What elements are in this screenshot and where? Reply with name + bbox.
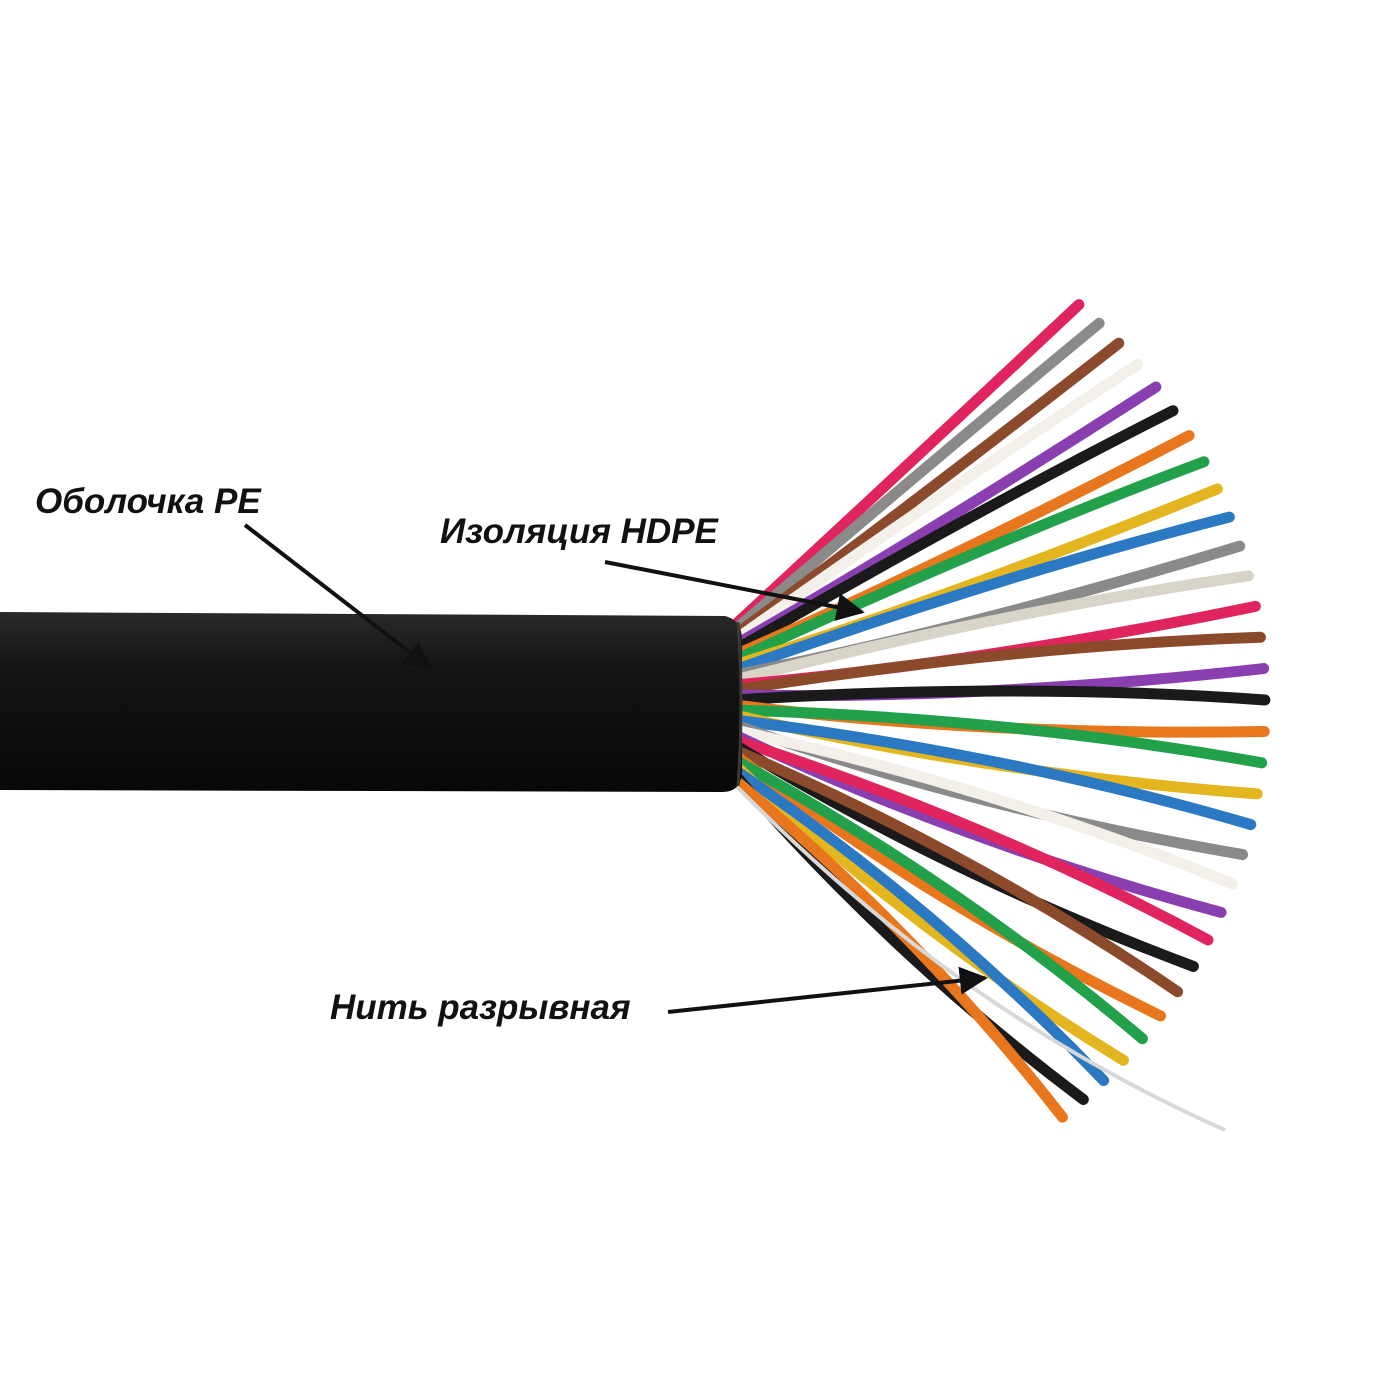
wire (729, 456, 1210, 666)
wire (729, 299, 1085, 631)
ripcord-arrow (667, 966, 988, 1014)
insulation-label: Изоляция HDPE (440, 512, 718, 551)
wire (729, 764, 1110, 1087)
wire (729, 754, 1148, 1045)
ripcord-label: Нить разрывная (330, 988, 631, 1027)
wire (729, 337, 1125, 641)
sheath-arrow (243, 523, 433, 670)
jacket-end-highlight (736, 621, 743, 787)
wire (729, 724, 1239, 890)
sheath-label: Оболочка PE (35, 482, 261, 521)
cable-jacket (0, 612, 742, 792)
wire (729, 631, 1266, 696)
wire (729, 405, 1179, 656)
wire (729, 744, 1184, 998)
wire (729, 714, 1257, 831)
wire (729, 685, 1271, 706)
wire (729, 317, 1105, 636)
wire (729, 570, 1254, 686)
wire (729, 511, 1235, 676)
rip-cord (733, 783, 1226, 1132)
insulation-arrow (604, 560, 865, 621)
wire (729, 734, 1214, 946)
wire (729, 704, 1268, 769)
insulated-wires (729, 299, 1271, 1123)
